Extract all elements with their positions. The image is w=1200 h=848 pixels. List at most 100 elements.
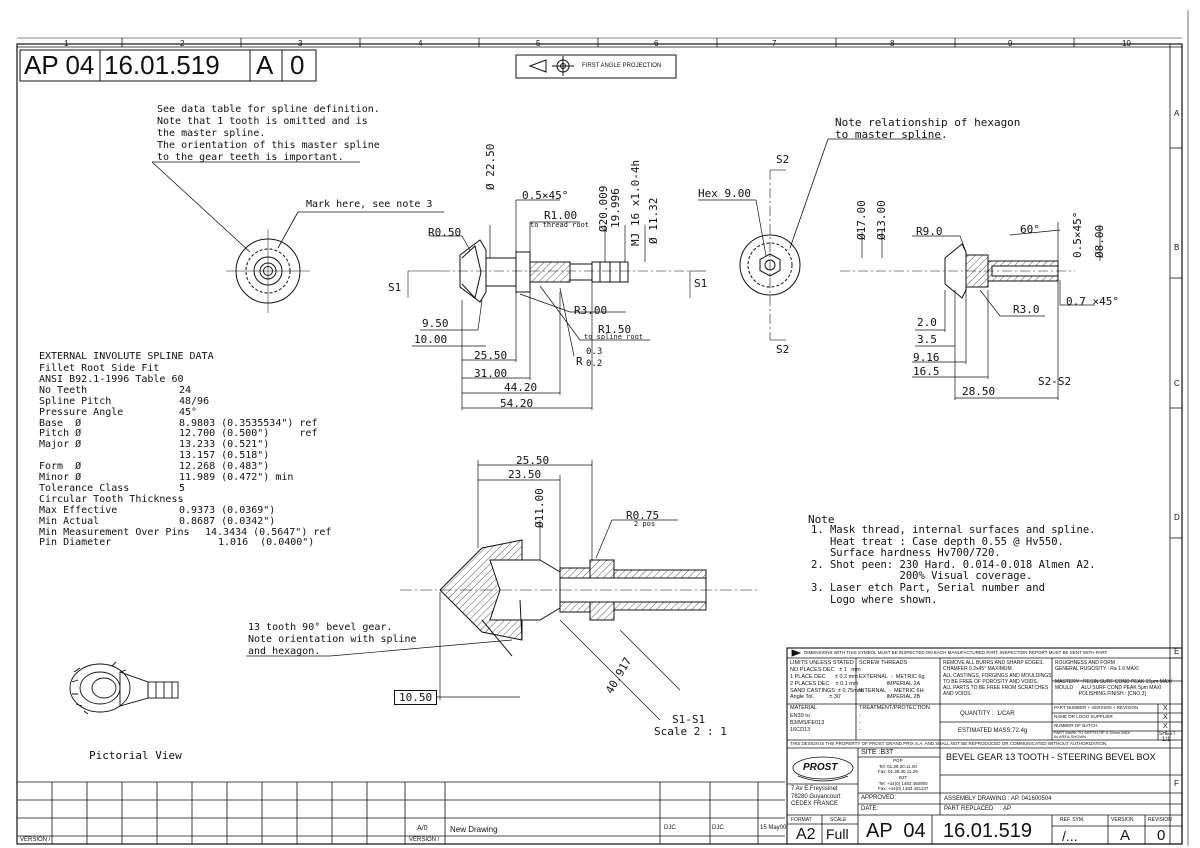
spline-row-key: Pin Diameter — [39, 537, 112, 549]
dim-r03: 0.3 — [586, 347, 603, 357]
section-s1-scale: Scale 2 : 1 — [654, 725, 727, 738]
header-boxes — [19, 49, 677, 82]
tb-property: THIS DESIGN IS THE PROPERTY OF PROST GRA… — [790, 741, 1108, 746]
shaft-dimensions — [412, 199, 650, 410]
section-s2-label: S2-S2 — [1038, 375, 1072, 388]
spline-row-key: Spline Pitch — [39, 395, 112, 407]
dim-r300: R3.00 — [574, 304, 608, 317]
tb-version-header: VERSION — [1111, 817, 1134, 823]
tb-format: A2 — [796, 826, 816, 843]
rev-row-description: New Drawing — [450, 825, 498, 834]
col-label-3: 3 — [298, 39, 303, 48]
spline-data-title: EXTERNAL INVOLUTE SPLINE DATA — [39, 351, 214, 362]
dim-chamfer-s2: 0.5×45° — [1071, 211, 1084, 258]
dim-d20009: Ø20.009 — [597, 185, 610, 232]
row-label-e: E — [1174, 647, 1180, 656]
sheet-border — [16, 10, 1189, 846]
tb-mass: ESTIMATED MASS:72.4g — [958, 728, 1028, 734]
tb-sheet: 1/1 — [1162, 737, 1171, 743]
dim-thread-root: to thread root — [530, 221, 590, 229]
pictorial-label: Pictorial View — [89, 749, 182, 762]
notes-title: Note — [808, 513, 835, 526]
pictorial-view — [69, 661, 179, 715]
tb-x3: X — [1163, 723, 1168, 730]
rev-row-date: 15 May00 — [760, 825, 787, 831]
note-line: Heat treat : Case depth 0.55 @ Hv550. — [811, 535, 1064, 548]
tb-drawing-title: BEVEL GEAR 13 TOOTH - STEERING BEVEL BOX — [946, 752, 1156, 762]
tb-inspection: DIMENSIONS WITH THIS SYMBOL MUST BE INSP… — [804, 650, 1109, 655]
spline-row-key: Major Ø — [39, 439, 82, 451]
section-s1-label: S1-S1 — [672, 713, 706, 726]
revision-letter: A — [256, 50, 274, 80]
spline-row-value: 0.9373 (0.0369") — [179, 504, 276, 516]
row-label-a: A — [1174, 109, 1180, 118]
dim-2550: 25.50 — [474, 349, 508, 362]
note-line: 2. Shot peen: 230 Hard. 0.014-0.018 Alme… — [811, 558, 1096, 571]
projection-symbol — [528, 56, 574, 76]
dim-165: 16.5 — [913, 365, 940, 378]
spline-row-key: Circular Tooth Thickness — [39, 493, 184, 505]
tb-x1: X — [1163, 705, 1168, 712]
dim-s1-d1100: Ø11.00 — [533, 488, 546, 528]
section-marker-s2-top: S2 — [776, 153, 790, 166]
dim-chamfer-07: 0.7 ×45° — [1066, 295, 1119, 308]
section-s1-dimensions — [246, 460, 681, 721]
dim-d19996: 19.996 — [609, 188, 622, 228]
tb-address: 7 Av E.Freyssinet 78280 Guyancourt CEDEX… — [791, 786, 841, 807]
rev-footer-version: VERSION / — [20, 837, 51, 843]
spline-row-key: Fillet Root Side Fit — [39, 363, 160, 374]
rev-header-version: VERSION / — [409, 837, 440, 843]
dim-s1-2350: 23.50 — [508, 468, 542, 481]
tb-material-header: MATERIAL — [790, 705, 818, 711]
section-s1-view — [400, 539, 760, 657]
dim-4420: 44.20 — [504, 381, 538, 394]
tb-revision: 0 — [1157, 827, 1166, 844]
col-label-8: 8 — [890, 39, 895, 48]
tb-material: EN39 to B3/MS/FE013 16CD13 — [790, 713, 825, 733]
tb-ap: AP 04 — [866, 820, 926, 842]
tb-replaced: PART REPLACED : AP. — [944, 806, 1012, 812]
dim-2850: 28.50 — [962, 385, 996, 398]
tb-ref: /... — [1062, 828, 1078, 844]
tb-format-header: FORMAT — [791, 817, 812, 823]
company-logo: PROST — [803, 762, 838, 773]
col-label-1: 1 — [64, 39, 69, 48]
tb-batch: NUMBER OF BATCH — [1054, 723, 1098, 728]
spline-row-key: Min Measurement Over Pins — [39, 526, 190, 538]
rev-row-version: A/0 — [417, 825, 428, 832]
tb-pgp: PGP Tel: 01.39.30.11.00 Fax: 01.39.30.11… — [878, 758, 918, 775]
spline-row-value: 0.8687 (0.0342") — [179, 515, 276, 527]
tb-x2: X — [1163, 714, 1168, 721]
spline-row-value: 12.268 (0.483") — [179, 461, 270, 473]
tb-ref-header: REF. SYM. — [1060, 817, 1085, 823]
tb-version: A — [1120, 827, 1131, 844]
note-line: Logo where shown. — [811, 593, 938, 606]
spline-row-key: Base Ø — [39, 417, 82, 429]
row-label-d: D — [1174, 513, 1180, 522]
revision-table — [17, 781, 785, 844]
tb-remove-burrs: REMOVE ALL BURRS AND SHARP EDGES. CHAMFE… — [943, 660, 1052, 698]
drawing-number: 16.01.519 — [104, 50, 220, 80]
gear-note: 13 tooth 90° bevel gear. Note orientatio… — [248, 622, 417, 657]
tb-treatment: - - - — [859, 713, 861, 733]
mark-note: Mark here, see note 3 — [306, 199, 433, 210]
tb-site: SITE :B3T — [861, 749, 894, 756]
spline-row-key: ANSI B92.1-1996 Table 60 — [39, 373, 184, 385]
dim-r30: R3.0 — [1013, 303, 1040, 316]
dim-s1-pos: 2 pos — [634, 520, 656, 528]
dim-s1-r075: R0.75 — [626, 509, 660, 522]
rev-row-drawn: DJC — [664, 825, 676, 831]
dim-950: 9.50 — [422, 317, 449, 330]
tb-mark-depth: PART MARK TO DEPTH OF 0.15mm MAX IN AREA… — [1054, 730, 1131, 740]
spline-row-key: No Teeth — [39, 384, 88, 396]
spline-row-value: 24 — [179, 384, 192, 396]
tb-roughness: ROUGHNESS AND FORM : GENERAL RUGOSITY : … — [1055, 660, 1172, 698]
tb-pn-version: PART NUMBER + VERSION + REVISION — [1054, 705, 1139, 710]
dim-r-letter: R — [576, 355, 583, 368]
col-label-10: 10 — [1122, 39, 1131, 48]
dim-d2250: Ø 22.50 — [484, 143, 497, 190]
dim-20: 2.0 — [917, 316, 937, 329]
tb-date: DATE: — [861, 806, 879, 812]
note-line: 200% Visual coverage. — [811, 570, 1033, 583]
